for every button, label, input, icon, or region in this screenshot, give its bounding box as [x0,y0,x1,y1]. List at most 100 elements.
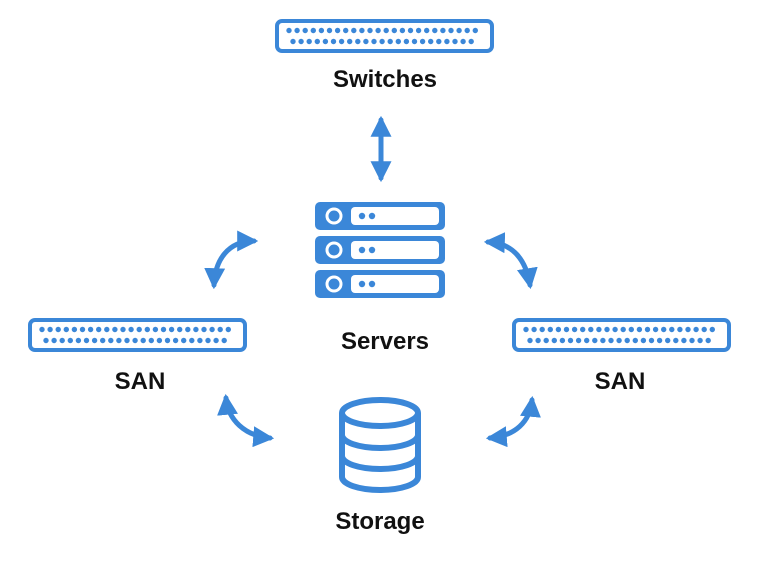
port-dot [189,337,195,344]
port-dot [338,38,345,45]
port-dot [448,27,454,34]
san-right-storage-arrow [485,395,541,448]
port-dot [75,337,82,344]
port-dot [79,326,86,333]
port-dot [209,326,215,333]
port-dot [644,326,651,333]
switch-body [28,318,247,352]
port-dot [343,27,349,34]
port-dot [290,38,296,45]
port-dot [193,326,199,333]
port-dot [322,38,329,45]
port-dot [124,337,130,344]
port-dot [600,337,606,344]
port-dot [444,38,450,45]
port-dot [669,326,675,333]
switch-ports [39,326,231,344]
port-dot [375,27,381,34]
port-dot [697,337,703,344]
port-dot [347,38,353,45]
port-dot [612,326,618,333]
port-dot [592,337,598,344]
port-dot [403,38,410,45]
port-dot [43,337,49,344]
port-dot [580,326,586,333]
port-dot [620,326,626,333]
port-dot [588,326,594,333]
port-dot [535,337,541,344]
port-dot [640,337,647,344]
port-dot [709,326,715,333]
switches-icon [275,19,494,53]
port-dot [608,337,614,344]
port-dot [701,326,707,333]
port-dot [59,337,65,344]
port-dot [411,38,418,45]
port-dot [221,337,227,344]
port-dot [432,27,438,34]
port-dot [326,27,333,34]
port-dot [596,326,602,333]
servers-label: Servers [340,328,430,355]
port-dot [547,326,553,333]
port-dot [201,326,207,333]
port-dot [383,27,389,34]
port-dot [286,27,292,34]
port-dot [440,27,446,34]
port-dot [302,27,308,34]
port-dot [363,38,369,45]
port-dot [132,337,138,344]
port-dot [428,38,434,45]
storage-label: Storage [335,508,425,535]
port-dot [367,27,373,34]
server-unit [315,236,445,264]
port-dot [681,337,687,344]
port-dot [148,337,154,344]
port-dot [172,337,179,344]
port-dot [116,337,122,344]
switch-ports [286,27,478,45]
port-dot [527,337,533,344]
port-dot [685,326,691,333]
port-dot [616,337,622,344]
port-dot [225,326,231,333]
port-dot [523,326,529,333]
port-dot [407,27,414,34]
port-dot [415,27,422,34]
port-dot [424,27,430,34]
san-right-icon [512,318,731,352]
switch-body [512,318,731,352]
port-dot [468,38,474,45]
port-dot [205,337,211,344]
port-dot [661,326,667,333]
port-dot [294,27,300,34]
port-dot [652,326,659,333]
port-dot [551,337,557,344]
port-dot [100,337,106,344]
port-dot [140,337,146,344]
port-dot [83,337,90,344]
port-dot [104,326,110,333]
port-dot [677,326,683,333]
port-dot [567,337,574,344]
port-dot [387,38,393,45]
san-right-label: SAN [594,368,646,395]
port-dot [87,326,94,333]
port-dot [563,326,570,333]
port-dot [460,38,466,45]
port-dot [318,27,325,34]
port-dot [472,27,478,34]
port-dot [330,38,337,45]
port-dot [636,326,643,333]
port-dot [96,326,102,333]
port-dot [689,337,695,344]
port-dot [51,337,57,344]
port-dot [152,326,159,333]
servers-san-left-arrow [204,230,259,290]
port-dot [181,337,187,344]
port-dot [298,38,304,45]
port-dot [355,38,361,45]
port-dot [705,337,711,344]
